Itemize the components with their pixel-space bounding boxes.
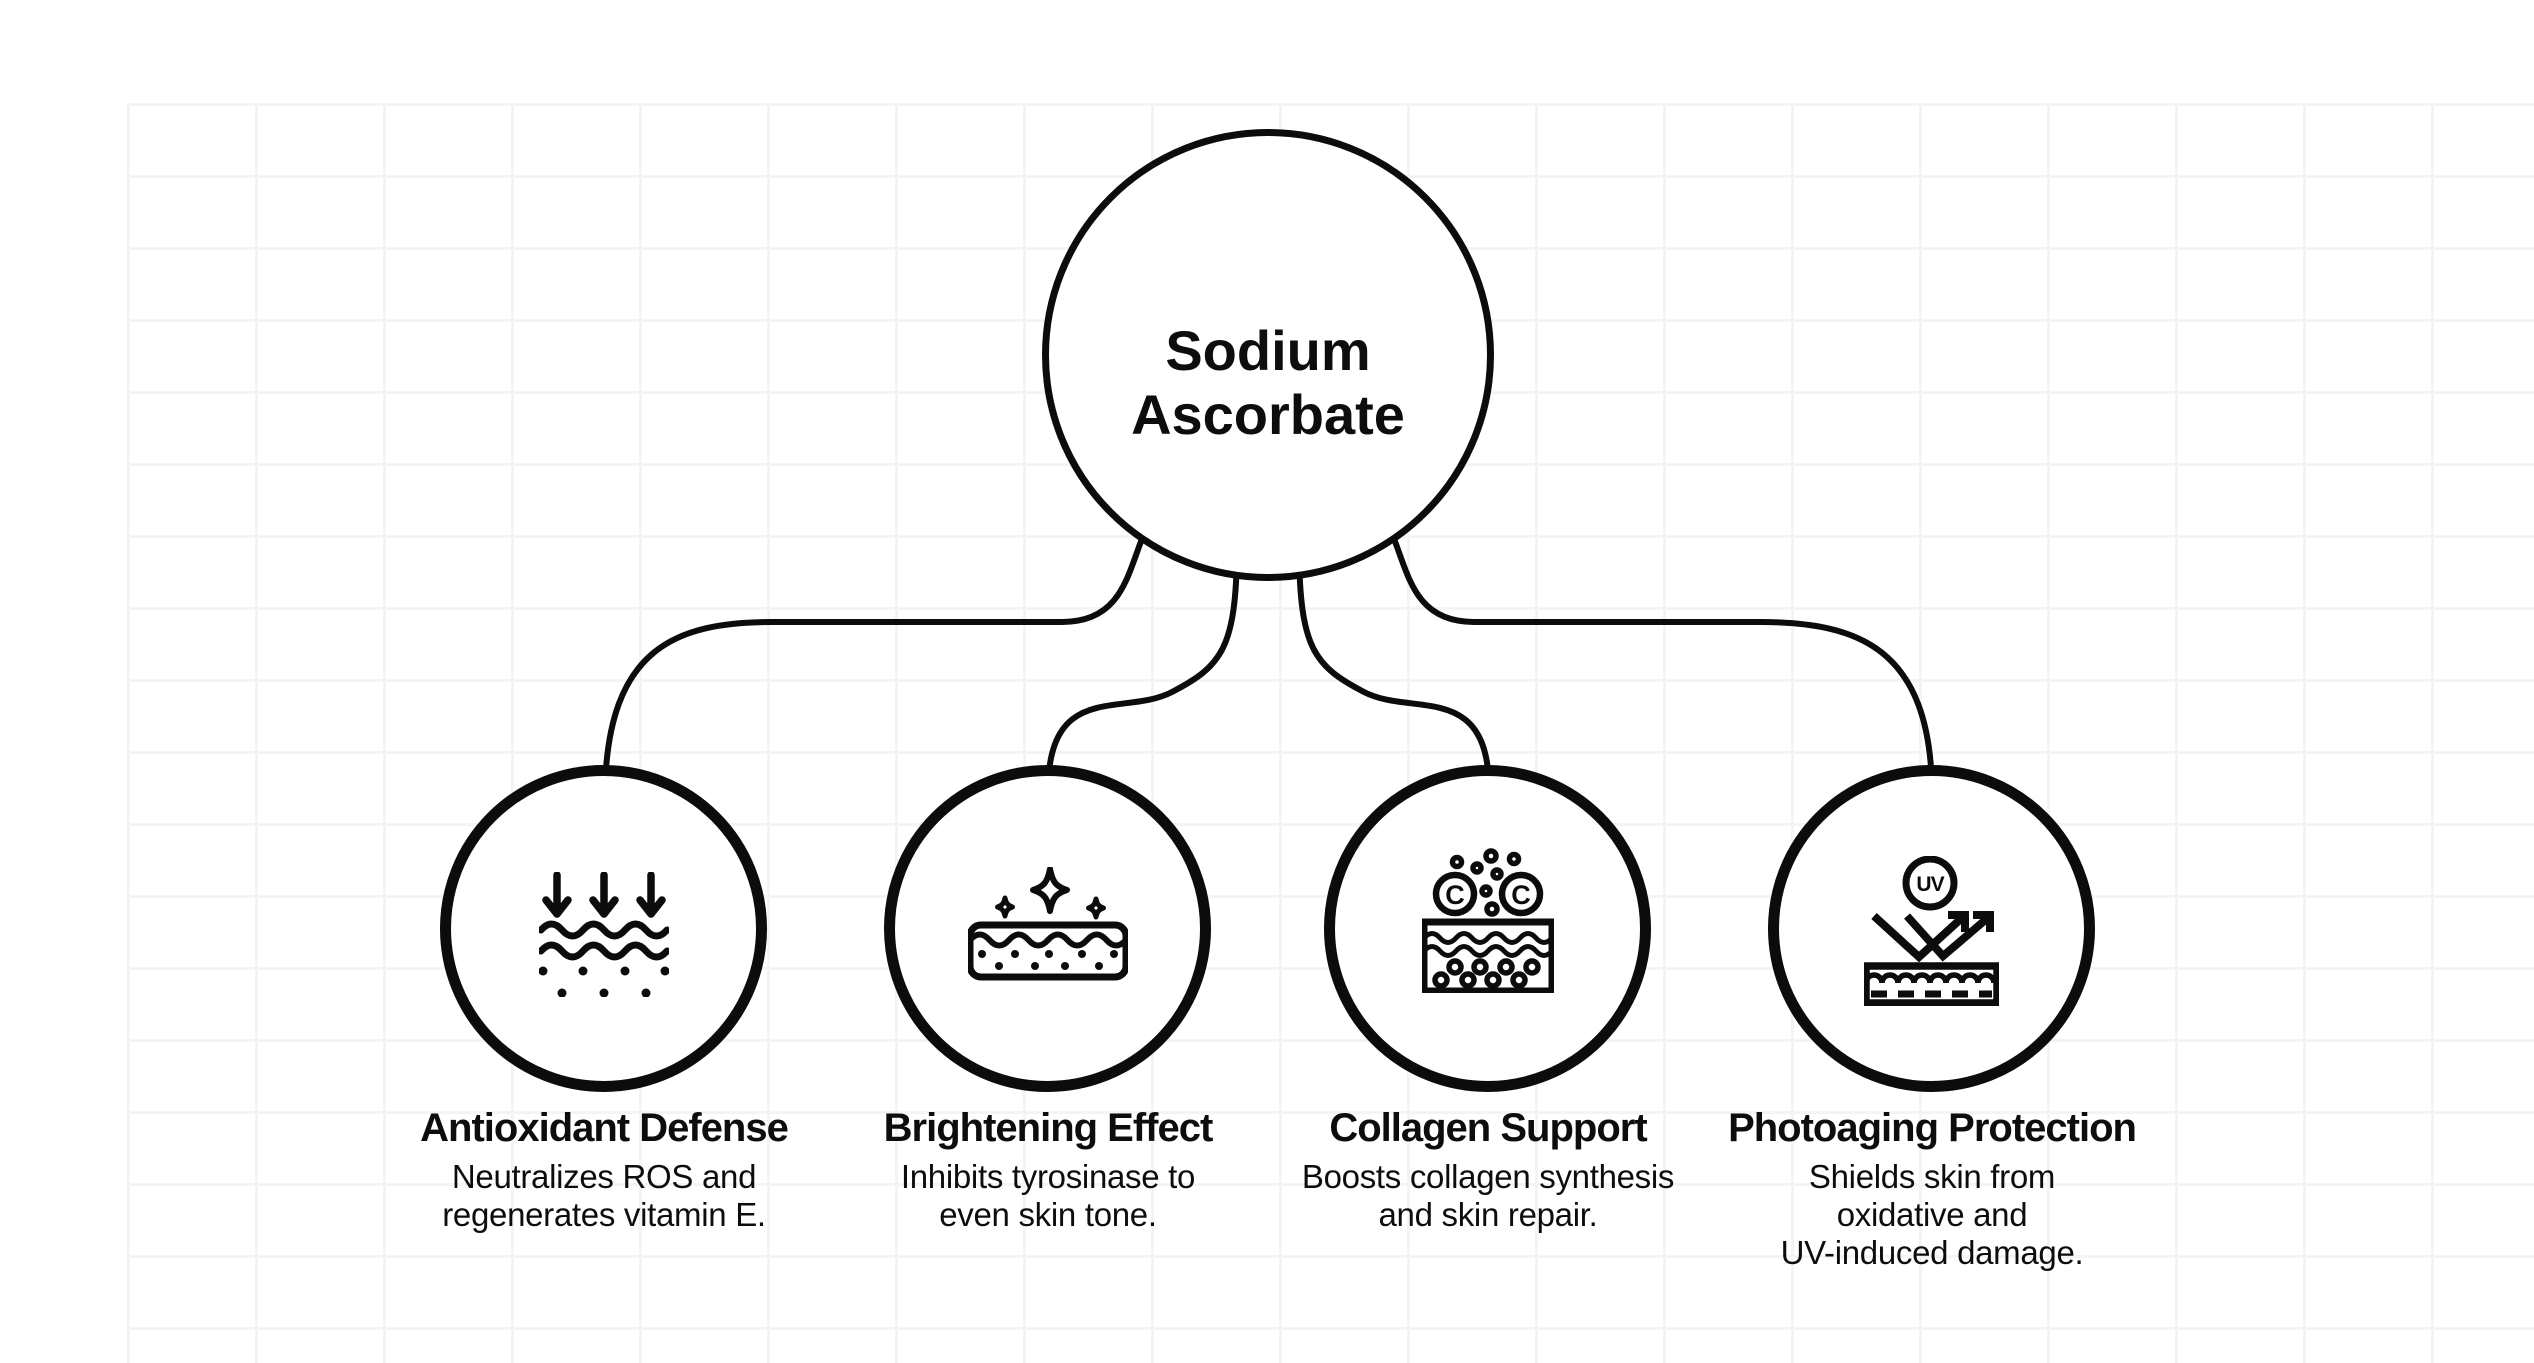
uv-reflect-skin-icon: UV [1864, 855, 1999, 1006]
vitamin-c-letter: C [1511, 880, 1531, 910]
caption-description: Shields skin from oxidative and UV-induc… [1692, 1158, 2172, 1272]
caption-photoaging-protection: Photoaging Protection Shields skin from … [1692, 1105, 2172, 1272]
connector-to-collagen [1296, 547, 1492, 793]
desc-line: Neutralizes ROS and [451, 1158, 757, 1195]
connector-to-photoaging [1383, 519, 1935, 793]
node-antioxidant-defense [440, 765, 767, 1092]
central-node: Sodium Ascorbate [1042, 129, 1494, 581]
desc-line: Boosts collagen synthesis [1301, 1158, 1675, 1195]
caption-description: Inhibits tyrosinase to even skin tone. [808, 1158, 1288, 1234]
central-node-title: Sodium Ascorbate [1131, 319, 1405, 447]
caption-description: Neutralizes ROS and regenerates vitamin … [364, 1158, 844, 1234]
node-collagen-support: C C [1324, 765, 1651, 1092]
desc-line: Inhibits tyrosinase to [900, 1158, 1196, 1195]
uv-badge-label: UV [1916, 873, 1944, 896]
skin-arrows-dots-icon [538, 872, 669, 997]
caption-title: Photoaging Protection [1728, 1106, 2137, 1150]
desc-line: and skin repair. [1378, 1196, 1598, 1233]
desc-line: Shields skin from [1808, 1158, 2056, 1195]
connector-to-brightening [1045, 547, 1240, 793]
central-title-line: Sodium [1165, 319, 1371, 382]
caption-brightening-effect: Brightening Effect Inhibits tyrosinase t… [808, 1105, 1288, 1234]
vitamin-c-letter: C [1445, 880, 1465, 910]
central-title-line: Ascorbate [1131, 383, 1405, 446]
skin-sparkles-icon [967, 867, 1128, 981]
vitamin-c-skin-icon: C C [1421, 848, 1554, 993]
desc-line: oxidative and [1836, 1196, 2028, 1233]
desc-line: even skin tone. [939, 1196, 1157, 1233]
caption-title: Collagen Support [1329, 1106, 1647, 1150]
connector-to-antioxidant [602, 519, 1153, 793]
node-photoaging-protection: UV [1768, 765, 2095, 1092]
caption-antioxidant-defense: Antioxidant Defense Neutralizes ROS and … [364, 1105, 844, 1234]
desc-line: UV-induced damage. [1780, 1234, 2084, 1271]
node-brightening-effect [884, 765, 1211, 1092]
desc-line: regenerates vitamin E. [442, 1196, 766, 1233]
caption-title: Antioxidant Defense [420, 1106, 789, 1150]
caption-description: Boosts collagen synthesis and skin repai… [1248, 1158, 1728, 1234]
caption-title: Brightening Effect [883, 1106, 1214, 1150]
caption-collagen-support: Collagen Support Boosts collagen synthes… [1248, 1105, 1728, 1234]
